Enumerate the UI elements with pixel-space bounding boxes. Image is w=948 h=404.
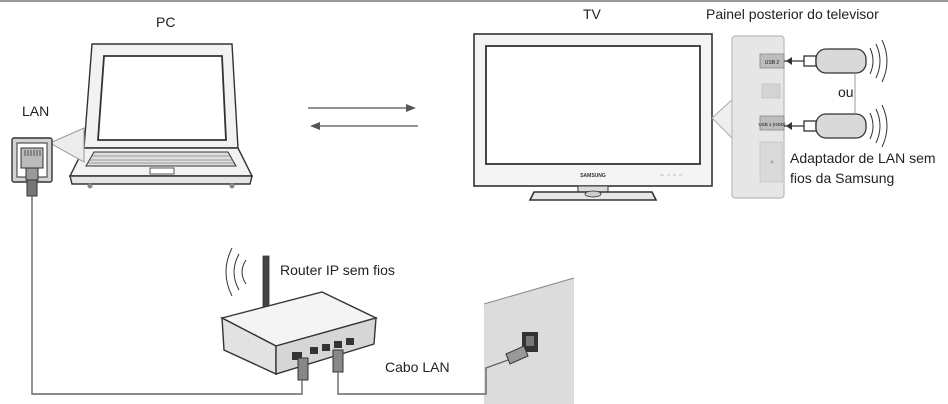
panel-label: Painel posterior do televisor: [706, 6, 879, 22]
laptop: [68, 43, 254, 189]
tv: [473, 33, 713, 201]
router-label: Router IP sem fios: [280, 262, 395, 278]
top-rule: [0, 0, 948, 2]
usb-dongle-top: [784, 39, 888, 83]
port-usb2-label: USB 2: [765, 60, 780, 66]
or-label: ou: [838, 84, 854, 100]
tv-brand-text: SAMSUNG: [580, 173, 606, 179]
adapter-label-line2: fios da Samsung: [790, 170, 895, 186]
router-wifi-waves: [225, 247, 247, 297]
connection-arrows: [308, 104, 418, 130]
wireless-router: [220, 255, 378, 381]
cable-label: Cabo LAN: [385, 359, 450, 375]
pc-label: PC: [156, 14, 176, 30]
wall-jack: [483, 277, 575, 404]
usb-dongle-bottom: [784, 104, 888, 148]
lan-cables: [31, 196, 509, 395]
tv-back-panel: [711, 35, 785, 199]
adapter-label-line1: Adaptador de LAN sem: [790, 150, 936, 166]
port-usb1-label: USB 1 (HDD): [758, 122, 786, 127]
tv-label: TV: [583, 6, 601, 22]
lan-port-callout: [11, 127, 85, 197]
lan-label: LAN: [22, 103, 50, 119]
